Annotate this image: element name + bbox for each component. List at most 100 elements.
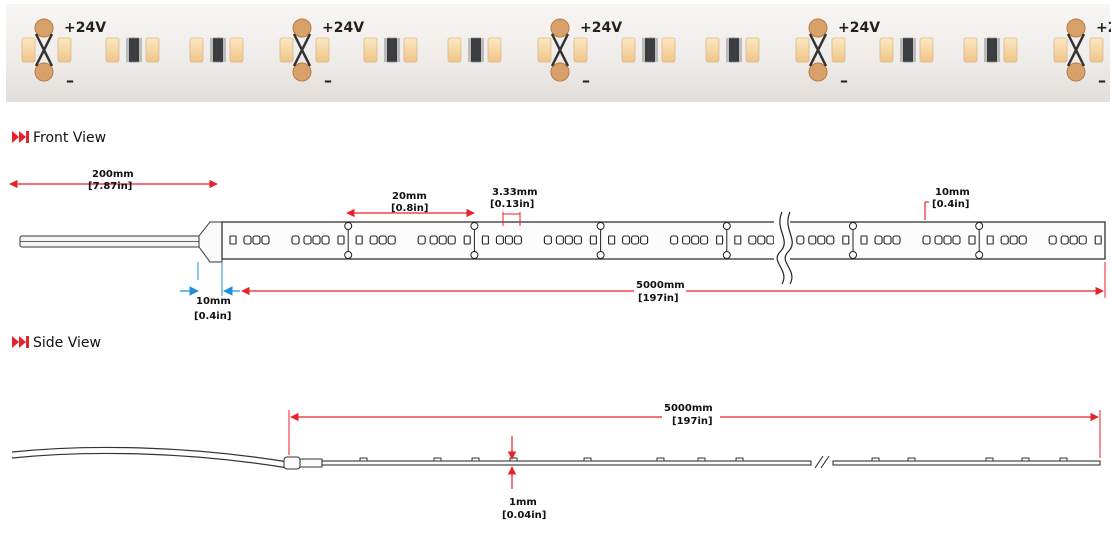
led-chip-icon bbox=[934, 235, 943, 245]
edge-width-dimension: 10mm [0.4in] bbox=[180, 262, 240, 322]
led-chip-icon bbox=[261, 235, 270, 245]
solder-pad-icon bbox=[292, 18, 312, 38]
led-chip-icon bbox=[1018, 235, 1027, 245]
minus-label: – bbox=[582, 71, 590, 90]
led-chip-icon bbox=[291, 235, 300, 245]
side-led-bump-icon bbox=[433, 457, 442, 462]
resistor-icon bbox=[337, 235, 345, 245]
resistor-terminal bbox=[384, 38, 387, 62]
side-led-bump-icon bbox=[509, 457, 518, 462]
thickness-in: [0.04in] bbox=[502, 510, 546, 521]
led-chip-icon bbox=[1000, 235, 1009, 245]
led-chip-icon bbox=[883, 235, 892, 245]
front-segment bbox=[229, 235, 345, 245]
front-segment bbox=[344, 222, 471, 259]
led-chip-icon bbox=[670, 235, 679, 245]
resistor-icon bbox=[986, 235, 994, 245]
led-chip-icon bbox=[555, 235, 564, 245]
resistor-icon bbox=[463, 235, 471, 245]
polarity-label: +24V bbox=[580, 20, 622, 36]
solder-pad-icon bbox=[550, 62, 570, 82]
minus-label: – bbox=[1098, 71, 1106, 90]
led-chip-icon bbox=[504, 235, 513, 245]
resistor-icon bbox=[211, 37, 225, 63]
resistor-icon bbox=[985, 37, 999, 63]
led-chip-icon bbox=[303, 235, 312, 245]
cut-mark-icon bbox=[34, 33, 54, 67]
fast-forward-icon bbox=[12, 336, 29, 348]
cut-pad-icon bbox=[722, 222, 731, 230]
front-segment bbox=[596, 222, 724, 259]
led-chip-icon bbox=[438, 235, 447, 245]
front-total-length-in: [197in] bbox=[638, 293, 679, 304]
led-chip-icon bbox=[57, 37, 72, 63]
solder-pad-icon bbox=[1066, 18, 1086, 38]
cut-mark-icon bbox=[808, 33, 828, 67]
resistor-icon bbox=[1094, 235, 1102, 245]
led-chip-icon bbox=[892, 235, 901, 245]
led-chip-icon bbox=[363, 37, 378, 63]
resistor-icon bbox=[355, 235, 363, 245]
led-chip-icon bbox=[795, 37, 810, 63]
resistor-terminal bbox=[900, 38, 903, 62]
solder-pad-icon bbox=[808, 62, 828, 82]
led-chip-icon bbox=[963, 37, 978, 63]
led-chip-icon bbox=[1003, 37, 1018, 63]
resistor-terminal bbox=[126, 38, 129, 62]
resistor-terminal bbox=[913, 38, 916, 62]
thickness-dimension: 1mm [0.04in] bbox=[502, 436, 546, 521]
cut-pad-icon bbox=[470, 251, 479, 259]
cut-pad-icon bbox=[596, 222, 605, 230]
resistor-icon bbox=[481, 235, 489, 245]
led-chip-icon bbox=[145, 37, 160, 63]
resistor-icon bbox=[127, 37, 141, 63]
solder-pad-icon bbox=[1066, 62, 1086, 82]
led-chip-icon bbox=[229, 37, 244, 63]
edge-width-in: [0.4in] bbox=[194, 311, 231, 322]
led-chip-icon bbox=[748, 235, 757, 245]
resistor-terminal bbox=[984, 38, 987, 62]
side-led-bump-icon bbox=[697, 457, 706, 462]
resistor-icon bbox=[469, 37, 483, 63]
polarity-label: +24V bbox=[838, 20, 880, 36]
side-lead-cable bbox=[11, 446, 323, 470]
side-led-bump-icon bbox=[1021, 457, 1030, 462]
led-chip-icon bbox=[1089, 37, 1104, 63]
resistor-terminal bbox=[468, 38, 471, 62]
strip-photo-units: +24V–+24V–+24V–+24V–+24V– bbox=[21, 18, 1111, 90]
led-chip-icon bbox=[700, 235, 709, 245]
fast-forward-icon bbox=[12, 131, 29, 143]
edge-width-mm: 10mm bbox=[196, 296, 231, 307]
strip-photo-unit: +24V – bbox=[795, 18, 1018, 90]
led-chip-icon bbox=[105, 37, 120, 63]
led-chip-icon bbox=[403, 37, 418, 63]
led-chip-icon bbox=[315, 37, 330, 63]
strip-width-dimension: 10mm [0.4in] bbox=[924, 187, 970, 220]
resistor-terminal bbox=[739, 38, 742, 62]
led-chip-icon bbox=[682, 235, 691, 245]
cut-pad-icon bbox=[470, 222, 479, 230]
led-chip-icon bbox=[874, 235, 883, 245]
led-chip-icon bbox=[631, 235, 640, 245]
led-pitch-dimension: 3.33mm [0.13in] bbox=[490, 187, 538, 226]
cut-pad-icon bbox=[849, 222, 857, 230]
solder-pad-icon bbox=[34, 62, 54, 82]
strip-photo: +24V–+24V–+24V–+24V–+24V– bbox=[6, 4, 1111, 102]
led-chip-icon bbox=[573, 235, 582, 245]
resistor-icon bbox=[608, 235, 616, 245]
led-chip-icon bbox=[622, 235, 631, 245]
strip-photo-unit: +24V – bbox=[537, 18, 760, 90]
solder-pad-icon bbox=[292, 62, 312, 82]
resistor-icon bbox=[860, 235, 868, 245]
front-break-mark bbox=[774, 211, 793, 285]
cut-pad-icon bbox=[596, 251, 605, 259]
segment-length-mm: 20mm bbox=[392, 191, 427, 202]
led-chip-icon bbox=[387, 235, 396, 245]
minus-label: – bbox=[840, 71, 848, 90]
led-chip-icon bbox=[279, 37, 294, 63]
cut-pad-icon bbox=[344, 251, 353, 259]
cut-mark-icon bbox=[1066, 33, 1086, 67]
cut-pad-icon bbox=[849, 251, 857, 259]
led-chip-icon bbox=[1069, 235, 1078, 245]
